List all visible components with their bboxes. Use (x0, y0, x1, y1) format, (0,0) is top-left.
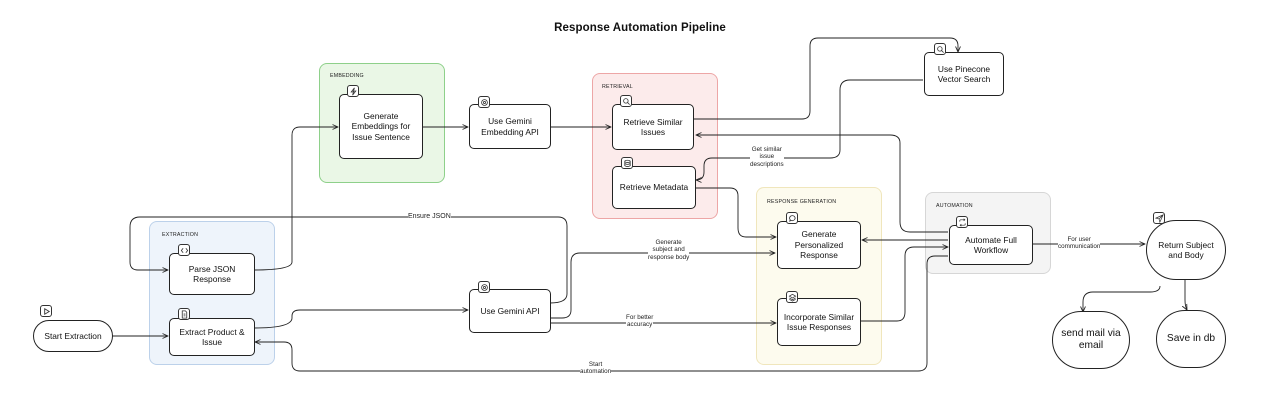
edge-label-generate-subject-line3: response body (648, 253, 690, 261)
node-generate-embeddings[interactable]: Generate Embeddings for Issue Sentence (339, 94, 423, 159)
gear-icon (478, 96, 490, 108)
document-icon (178, 308, 190, 320)
node-save-db[interactable]: Save in db (1156, 310, 1226, 368)
edge-label-better-accuracy: For better accuracy (626, 314, 654, 329)
node-start-extraction[interactable]: Start Extraction (33, 320, 113, 352)
node-generate-personalized[interactable]: Generate Personalized Response (777, 221, 861, 269)
gear-icon (478, 281, 490, 293)
node-pinecone[interactable]: Use Pinecone Vector Search (924, 52, 1004, 96)
chat-icon (786, 212, 798, 224)
edge-label-user-communication-line2: communication (1058, 243, 1101, 251)
node-use-gemini-api[interactable]: Use Gemini API (469, 289, 551, 333)
search-icon (620, 95, 632, 107)
edge-parse-to-embeddings (253, 127, 338, 271)
group-retrieval-label: RETRIEVAL (602, 84, 633, 90)
database-icon (621, 157, 633, 169)
edge-label-start-automation-line1: Start (588, 361, 603, 368)
edge-label-generate-subject-line1: Generate (655, 239, 682, 246)
edge-label-get-similar: Get similar issue descriptions (750, 146, 784, 169)
group-embedding-label: EMBEDDING (330, 73, 364, 79)
lightning-icon (347, 85, 359, 97)
play-icon (40, 305, 52, 317)
edge-label-start-automation: Start automation (580, 361, 612, 376)
edge-automate-to-retrieve (696, 135, 948, 233)
layers-icon (786, 291, 798, 303)
edge-label-get-similar-line1: Get similar (751, 146, 782, 153)
edge-label-generate-subject: Generate subject and response body (648, 239, 690, 262)
node-return-subject[interactable]: Return Subject and Body (1146, 220, 1226, 280)
edge-label-ensure-json: Ensure JSON (408, 213, 451, 221)
edge-gemini-ensure-json-loop (129, 216, 568, 304)
edge-label-better-accuracy-line2: accuracy (627, 321, 653, 329)
node-incorporate-similar[interactable]: Incorporate Similar Issue Responses (777, 298, 861, 346)
edge-label-better-accuracy-line1: For better (626, 314, 654, 321)
edge-retrieve-to-pinecone (693, 37, 958, 120)
edge-label-start-automation-line2: automation (580, 368, 612, 376)
group-automation-label: AUTOMATION (936, 203, 973, 209)
edge-label-get-similar-line2: issue (759, 153, 775, 161)
node-send-mail[interactable]: send mail via email (1052, 311, 1130, 369)
send-icon (1153, 212, 1165, 224)
edge-label-user-communication-line1: For user (1067, 236, 1091, 243)
diagram-title: Response Automation Pipeline (554, 22, 726, 34)
edge-pinecone-to-metadata (696, 79, 923, 180)
edge-metadata-to-generate (695, 187, 776, 237)
edge-return-to-sendmail (1083, 285, 1161, 312)
edge-return-to-savedb (1185, 278, 1187, 310)
node-parse-json[interactable]: Parse JSON Response (169, 253, 255, 295)
node-automate-workflow[interactable]: Automate Full Workflow (949, 225, 1033, 265)
search-icon (934, 43, 946, 55)
repeat-icon (956, 216, 968, 228)
code-icon (178, 244, 190, 256)
edge-label-get-similar-line3: descriptions (750, 160, 784, 168)
edge-incorporate-to-automate (860, 247, 948, 322)
group-response-generation-label: RESPONSE GENERATION (767, 199, 837, 205)
node-retrieve-similar[interactable]: Retrieve Similar Issues (612, 104, 694, 150)
node-extract-product[interactable]: Extract Product & Issue (169, 318, 255, 356)
node-use-gemini-embedding[interactable]: Use Gemini Embedding API (469, 104, 551, 149)
node-retrieve-metadata[interactable]: Retrieve Metadata (612, 166, 696, 209)
edge-extract-to-gemini (253, 310, 468, 329)
edge-label-generate-subject-line2: subject and (652, 246, 685, 254)
group-extraction-label: EXTRACTION (162, 232, 199, 238)
edge-gemini-to-generate (550, 253, 775, 319)
edge-label-user-communication: For user communication (1058, 236, 1101, 251)
